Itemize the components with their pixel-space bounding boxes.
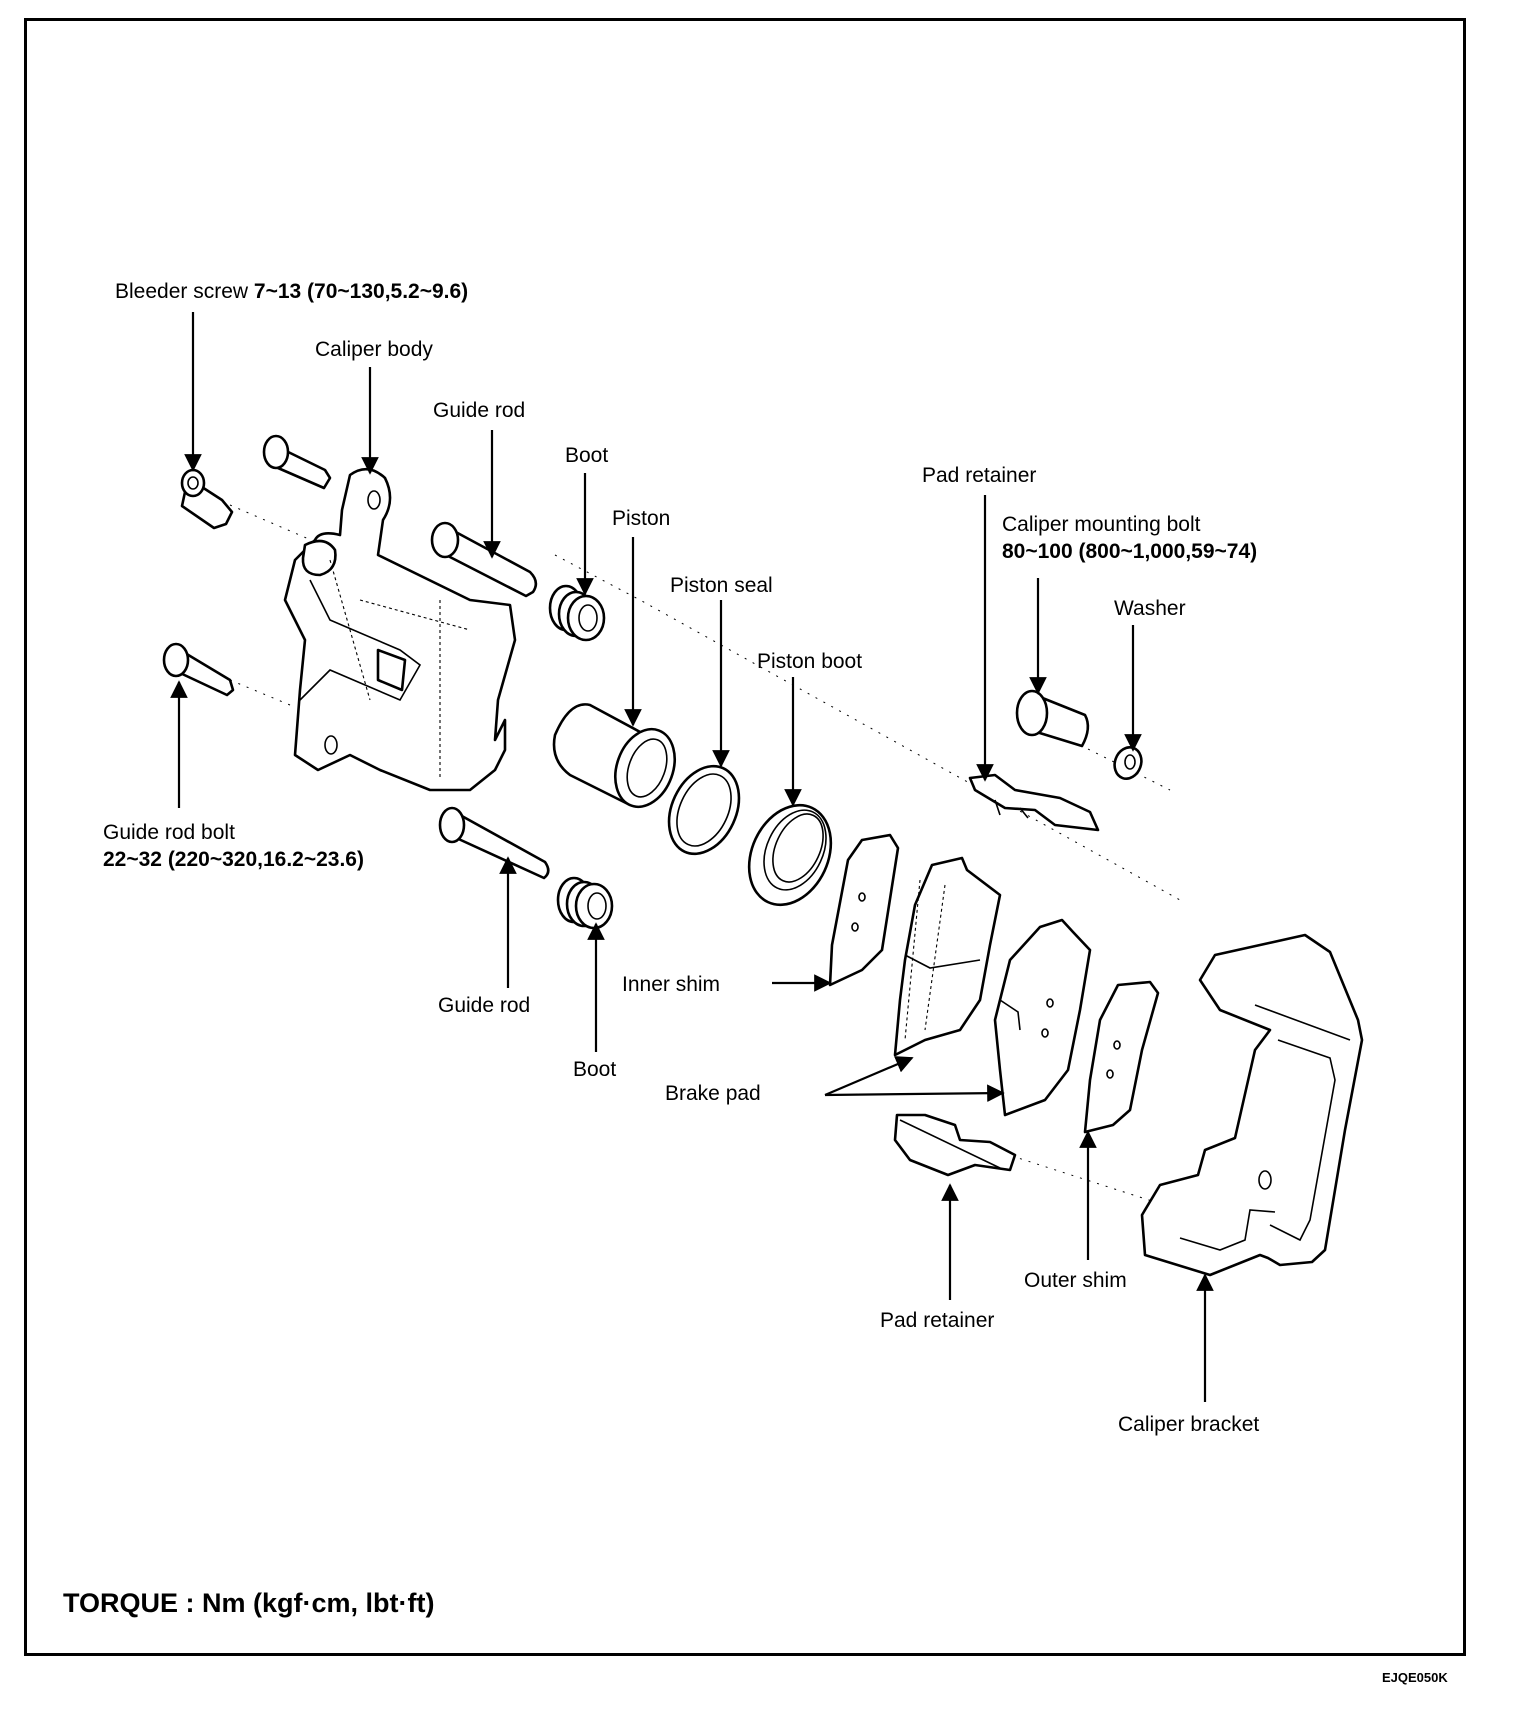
caliper-mounting-bolt-part bbox=[1015, 689, 1090, 748]
brake-pad-inner-part bbox=[893, 856, 1002, 1057]
label-inner-shim: Inner shim bbox=[622, 973, 721, 996]
label-caliper-body: Caliper body bbox=[315, 338, 433, 361]
guide-rod-lower-part bbox=[438, 806, 550, 880]
label-washer: Washer bbox=[1114, 597, 1186, 620]
label-piston-seal: Piston seal bbox=[670, 574, 773, 597]
figure-code: EJQE050K bbox=[1382, 1670, 1448, 1685]
label-outer-shim: Outer shim bbox=[1024, 1269, 1127, 1292]
bleeder-screw-part bbox=[180, 468, 234, 530]
label-guide-rod-bolt-torque: 22~32 (220~320,16.2~23.6) bbox=[103, 848, 364, 871]
caliper-bolt-upper-part bbox=[262, 434, 332, 490]
diagram-frame bbox=[24, 18, 1466, 1656]
boot-upper-part bbox=[548, 584, 606, 642]
label-guide-rod-upper: Guide rod bbox=[433, 399, 526, 422]
label-boot-upper: Boot bbox=[565, 444, 609, 467]
brake-pad-outer-part bbox=[993, 918, 1092, 1117]
pad-retainer-upper-part bbox=[968, 773, 1100, 832]
label-bleeder-screw-torque: 7~13 (70~130,5.2~9.6) bbox=[253, 280, 469, 303]
label-caliper-mounting-bolt-name: Caliper mounting bolt bbox=[1002, 513, 1201, 536]
pad-retainer-lower-part bbox=[893, 1113, 1017, 1177]
leader-brake-pad-outer bbox=[824, 1084, 1005, 1102]
torque-units-note: TORQUE : Nm (kgf·cm, lbt·ft) bbox=[63, 1588, 435, 1618]
label-pad-retainer-upper: Pad retainer bbox=[922, 464, 1037, 487]
guide-rod-bolt-part bbox=[162, 642, 235, 697]
label-guide-rod-lower: Guide rod bbox=[438, 994, 531, 1017]
label-piston: Piston bbox=[612, 507, 671, 530]
caliper-bracket-part bbox=[1140, 933, 1364, 1277]
boot-lower-part bbox=[556, 876, 614, 930]
piston-seal-part bbox=[667, 764, 741, 856]
label-guide-rod-bolt-name: Guide rod bolt bbox=[103, 821, 235, 844]
label-piston-boot: Piston boot bbox=[757, 650, 863, 673]
label-guide-rod-bolt: Guide rod bolt 22~32 (220~320,16.2~23.6) bbox=[103, 822, 364, 870]
washer-part bbox=[1113, 746, 1143, 780]
label-pad-retainer-lower: Pad retainer bbox=[880, 1309, 995, 1332]
caliper-body-part bbox=[283, 467, 517, 792]
label-bleeder-screw: Bleeder screw 7~13 (70~130,5.2~9.6) bbox=[115, 281, 468, 302]
label-boot-lower: Boot bbox=[573, 1058, 617, 1081]
piston-part bbox=[552, 703, 676, 809]
label-caliper-mounting-bolt: Caliper mounting bolt 80~100 (800~1,000,… bbox=[1002, 514, 1257, 562]
outer-shim-part bbox=[1083, 980, 1160, 1134]
label-brake-pad: Brake pad bbox=[665, 1082, 761, 1105]
leader-brake-pad-inner bbox=[824, 1056, 914, 1097]
label-bleeder-screw-name: Bleeder screw bbox=[115, 280, 249, 303]
label-caliper-bracket: Caliper bracket bbox=[1118, 1413, 1260, 1436]
inner-shim-part bbox=[828, 833, 900, 987]
label-caliper-mounting-bolt-torque: 80~100 (800~1,000,59~74) bbox=[1002, 540, 1258, 563]
guide-rod-upper-part bbox=[430, 521, 538, 598]
piston-boot-part bbox=[747, 803, 833, 907]
leader-lines bbox=[170, 312, 1214, 1402]
